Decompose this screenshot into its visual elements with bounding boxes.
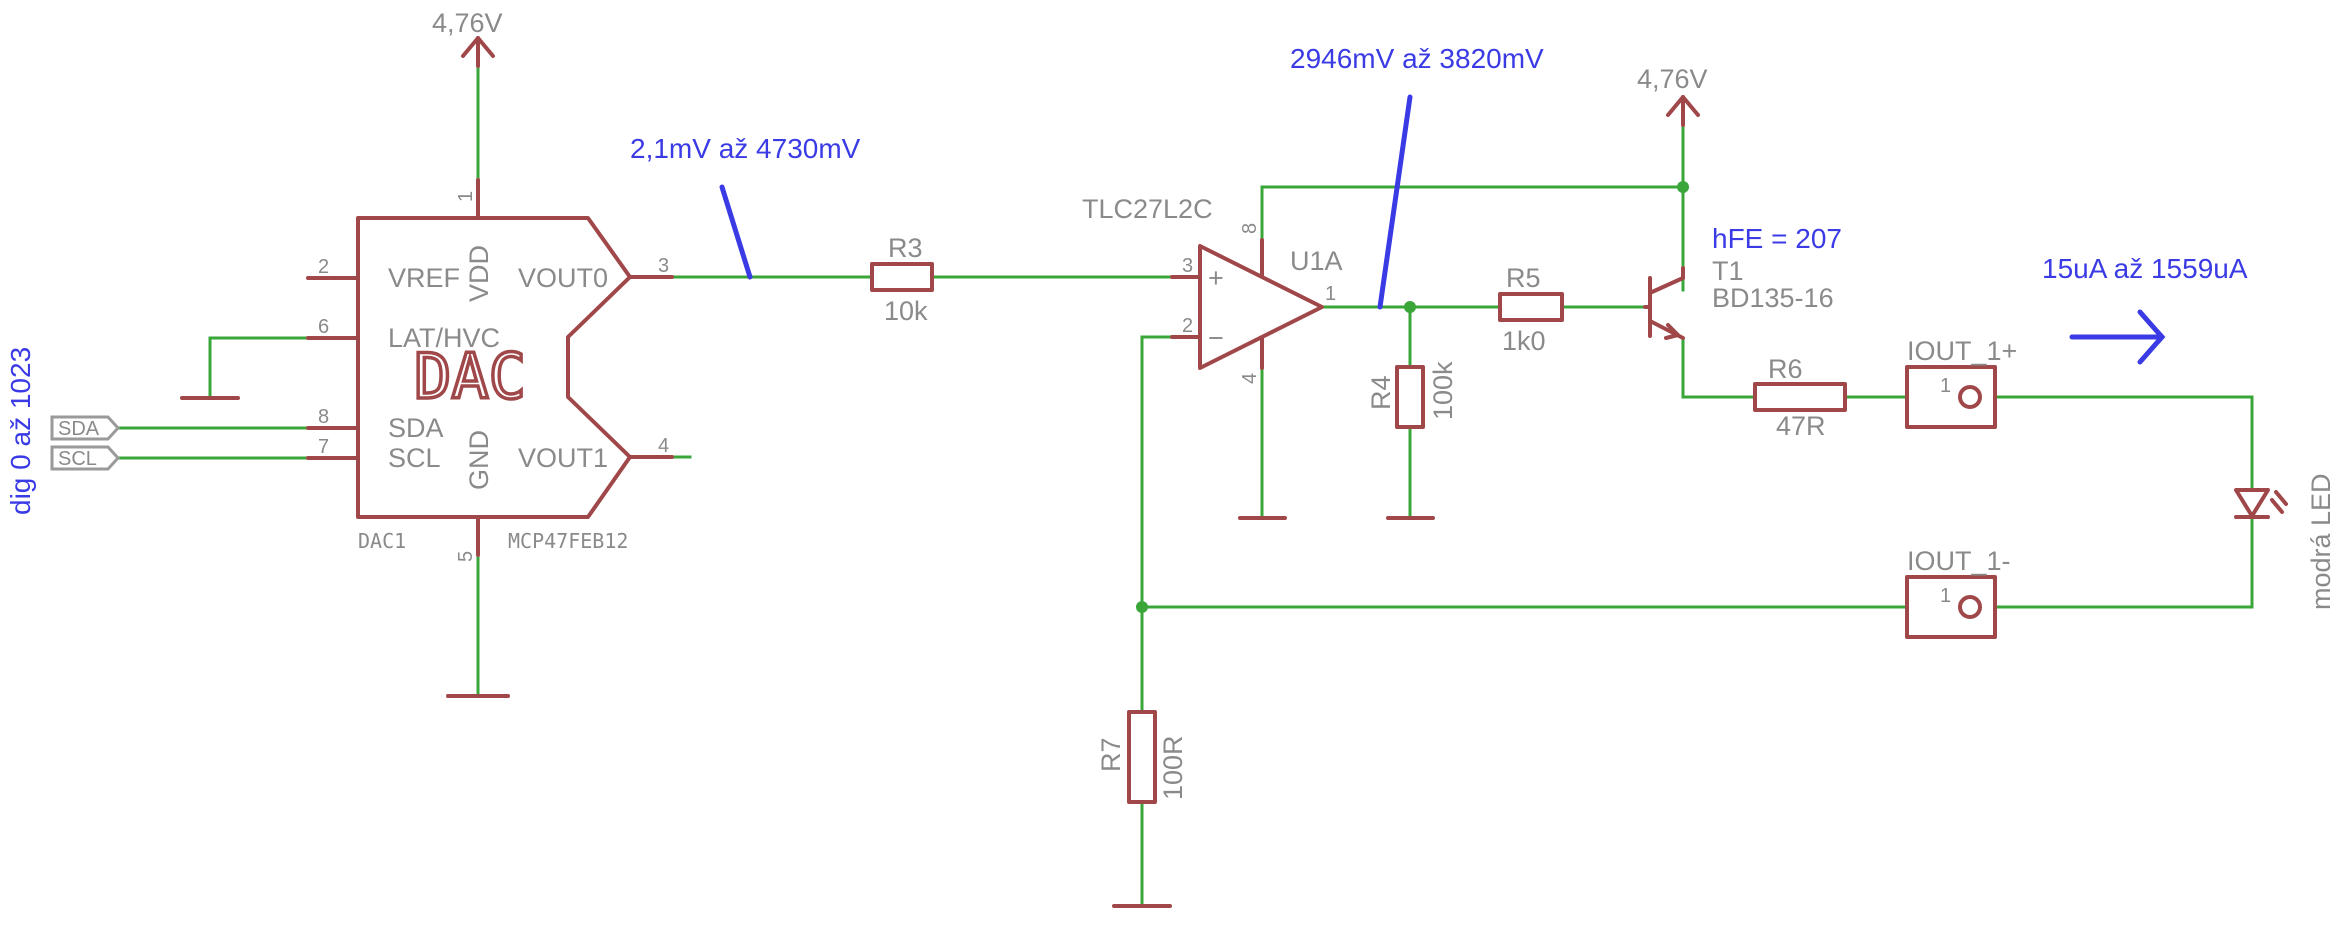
annotation-dac-range: 2,1mV až 4730mV [630, 133, 861, 164]
pin-number: 6 [318, 316, 329, 338]
resistor-r4: R4 100k [1366, 361, 1458, 429]
pin-number: 2 [318, 256, 329, 278]
r5-value: 1k0 [1502, 326, 1546, 356]
dac-title: DAC [414, 340, 526, 413]
pin-number: 2 [1182, 315, 1193, 337]
current-arrow-icon [2069, 309, 2166, 365]
r5-name: R5 [1506, 263, 1541, 293]
annotation-pointer [719, 184, 753, 280]
pin-number: 4 [658, 435, 669, 457]
port-sda: SDA [50, 415, 121, 441]
led-symbol: modrá LED [2234, 473, 2336, 610]
wire-opamp-vcc [1260, 185, 1685, 246]
resistor-r7: R7 100R [1096, 710, 1188, 804]
supply-arrow-collector: 4,76V [1637, 64, 1708, 127]
dac-pin-gnd: GND [464, 430, 494, 490]
pin-number: 1 [1940, 375, 1951, 397]
wire-iout-led [1993, 395, 2254, 489]
r4-value: 100k [1428, 361, 1458, 420]
pin-number: 4 [1239, 373, 1261, 384]
annotation-opamp-range: 2946mV až 3820mV [1290, 43, 1544, 74]
wire-feedback [1140, 335, 1202, 714]
resistor-r6: R6 47R [1753, 354, 1847, 441]
junction-dot [1677, 181, 1689, 193]
dac-chip: DAC VREF LAT/HVC SDA SCL VOUT0 VOUT1 VDD… [306, 178, 674, 562]
r3-name: R3 [888, 233, 923, 263]
pin-number: 8 [1239, 223, 1261, 234]
t1-name: T1 [1712, 256, 1744, 286]
dac-pin-lat: LAT/HVC [388, 323, 500, 353]
pin-number: 1 [1940, 585, 1951, 607]
connector-iout-minus: 1 IOUT_1- [1905, 546, 2011, 639]
opamp-minus: − [1208, 323, 1224, 353]
annotation-digital-range: dig 0 až 1023 [5, 347, 36, 515]
supply-label: 4,76V [1637, 64, 1708, 94]
r3-value: 10k [884, 296, 928, 326]
dac-pin-vref: VREF [388, 263, 460, 293]
dac-pin-vout1: VOUT1 [518, 443, 608, 473]
dac-pin-vout0: VOUT0 [518, 263, 608, 293]
supply-arrow-dac: 4,76V [432, 8, 503, 68]
r6-value: 47R [1776, 411, 1826, 441]
pin-number: 7 [318, 436, 329, 458]
wire-led-iout-minus [1993, 515, 2254, 609]
dac-pin-vdd: VDD [464, 245, 494, 302]
iout-plus-name: IOUT_1+ [1907, 336, 2017, 366]
transistor-t1: T1 BD135-16 hFE = 207 [1643, 223, 1842, 340]
junction-dot [1136, 601, 1148, 613]
pin-number: 1 [1325, 283, 1336, 305]
t1-value: BD135-16 [1712, 283, 1834, 313]
resistor-r5: R5 1k0 [1498, 263, 1564, 356]
pin-number: 3 [658, 255, 669, 277]
supply-label: 4,76V [432, 8, 503, 38]
led-label: modrá LED [2306, 473, 2336, 610]
dac-value: MCP47FEB12 [508, 529, 628, 553]
r7-value: 100R [1158, 735, 1188, 800]
port-scl-label: SCL [58, 448, 97, 470]
connector-iout-plus: 1 IOUT_1+ [1905, 336, 2017, 429]
iout-minus-name: IOUT_1- [1907, 546, 2011, 576]
r4-name: R4 [1366, 375, 1396, 410]
wire-emitter [1681, 336, 1757, 399]
opamp-name: U1A [1290, 246, 1343, 276]
wire-lat-gnd [208, 336, 320, 399]
dac-name: DAC1 [358, 529, 406, 553]
pin-number: 8 [318, 406, 329, 428]
junction-dot [1404, 301, 1416, 313]
annotation-current-range: 15uA až 1559uA [2042, 253, 2248, 284]
opamp-value: TLC27L2C [1082, 194, 1213, 224]
pin-number: 5 [455, 551, 477, 562]
dac-pin-sda: SDA [388, 413, 444, 443]
r7-name: R7 [1096, 737, 1126, 772]
r6-name: R6 [1768, 354, 1803, 384]
annotation-pointer [1377, 94, 1413, 310]
port-scl: SCL [50, 445, 121, 471]
port-sda-label: SDA [58, 418, 100, 440]
opamp-u1a: + − 3 2 8 4 1 U1A TLC27L2C [1082, 194, 1343, 384]
pin-number: 3 [1182, 255, 1193, 277]
resistor-r3: R3 10k [870, 233, 934, 326]
dac-pin-scl: SCL [388, 443, 441, 473]
annotation-hfe: hFE = 207 [1712, 223, 1842, 254]
opamp-plus: + [1208, 263, 1224, 293]
pin-number: 1 [455, 191, 477, 202]
